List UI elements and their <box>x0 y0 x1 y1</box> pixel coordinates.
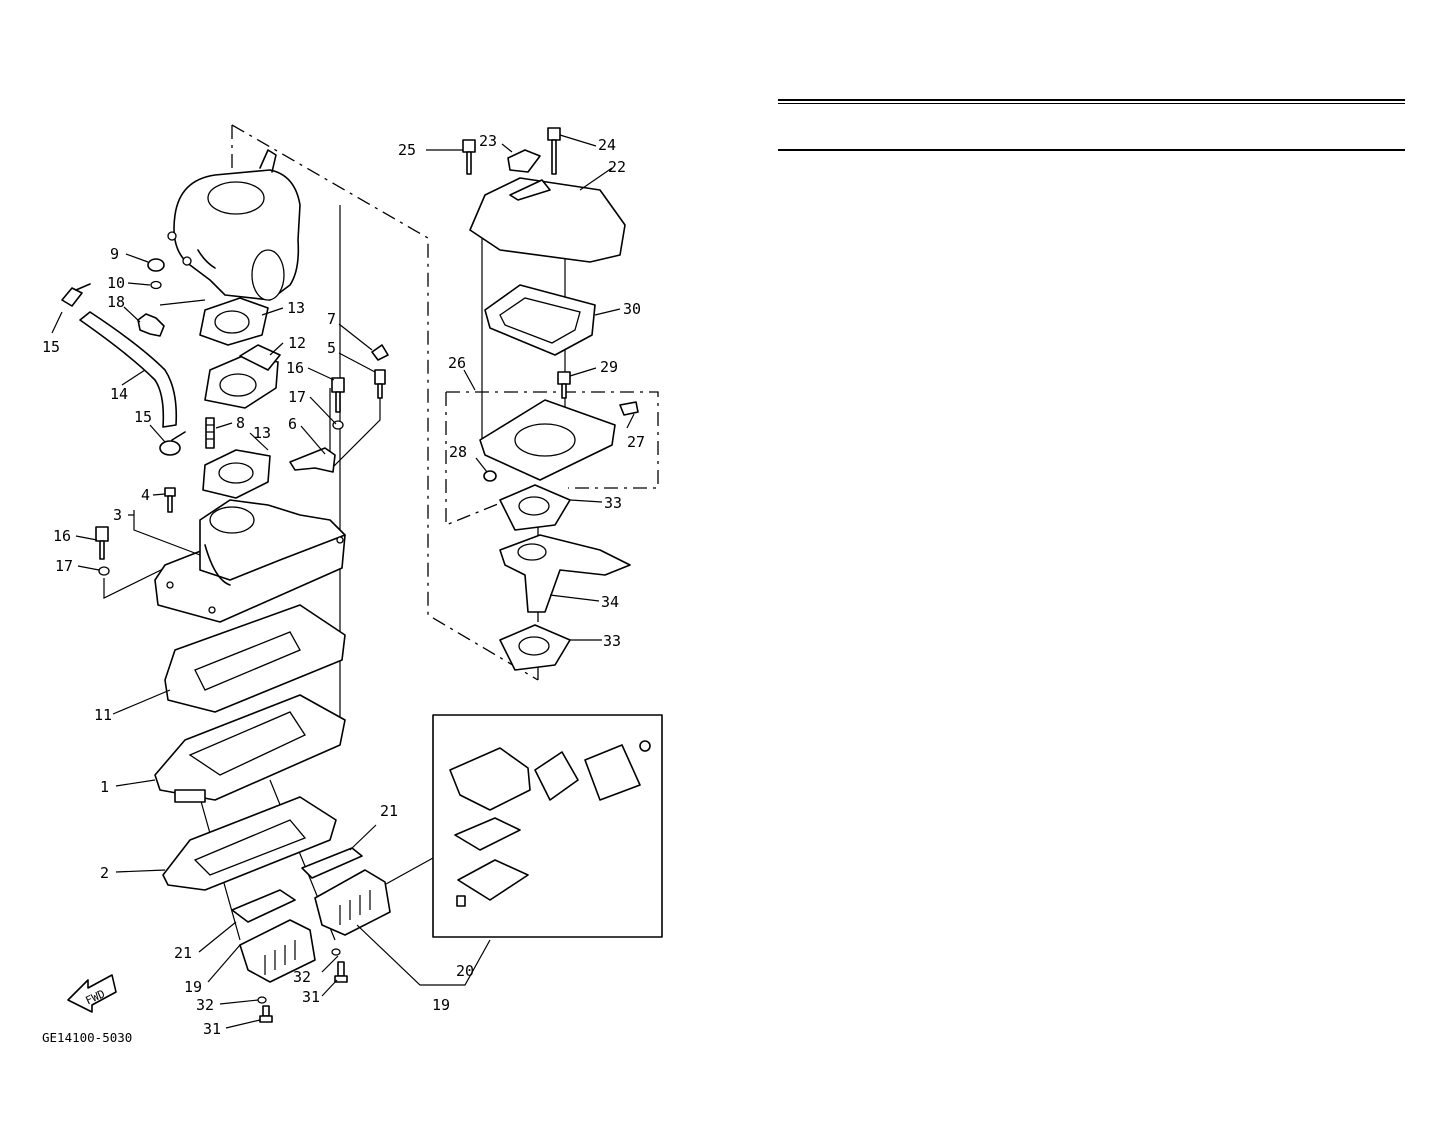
header-rule-top-2 <box>778 103 1405 104</box>
callout-31b: 31 <box>302 988 320 1006</box>
gasket-2 <box>162 796 337 891</box>
callout-7: 7 <box>327 310 336 328</box>
reed-valve-assembly-inset <box>432 714 663 938</box>
callout-13a: 13 <box>287 299 305 317</box>
gasket-11 <box>164 604 346 713</box>
callout-20: 20 <box>456 962 474 980</box>
diagram-code: GE14100-5030 <box>42 1030 132 1045</box>
callout-14: 14 <box>110 385 128 403</box>
callout-4: 4 <box>141 486 150 504</box>
callout-15b: 15 <box>134 408 152 426</box>
callout-23: 23 <box>479 132 497 150</box>
callout-34: 34 <box>601 593 619 611</box>
callout-5: 5 <box>327 339 336 357</box>
callout-32b: 32 <box>293 968 311 986</box>
callout-29: 29 <box>600 358 618 376</box>
callout-10: 10 <box>107 274 125 292</box>
callout-17b: 17 <box>55 557 73 575</box>
callout-17a: 17 <box>288 388 306 406</box>
callout-1: 1 <box>100 778 109 796</box>
callout-19a: 19 <box>184 978 202 996</box>
callout-2: 2 <box>100 864 109 882</box>
nut-washer-clamp <box>137 258 165 337</box>
callout-18: 18 <box>107 293 125 311</box>
callout-24: 24 <box>598 136 616 154</box>
callout-16b: 16 <box>53 527 71 545</box>
right-side-parts <box>462 127 639 671</box>
header-rule-top <box>778 99 1405 101</box>
callout-11: 11 <box>94 706 112 724</box>
callout-8: 8 <box>236 414 245 432</box>
callout-33a: 33 <box>604 494 622 512</box>
callout-12: 12 <box>288 334 306 352</box>
callout-27: 27 <box>627 433 645 451</box>
callout-3: 3 <box>113 506 122 524</box>
bracket-fittings <box>289 344 389 473</box>
callout-33b: 33 <box>603 632 621 650</box>
callout-16a: 16 <box>286 359 304 377</box>
leader-lines <box>51 134 635 1029</box>
callout-31a: 31 <box>203 1020 221 1038</box>
screws-washers <box>257 948 348 1023</box>
callout-21a: 21 <box>174 944 192 962</box>
stud-and-bolt <box>164 417 215 513</box>
callout-26: 26 <box>448 354 466 372</box>
callout-32a: 32 <box>196 996 214 1014</box>
callout-13b: 13 <box>253 424 271 442</box>
hose-and-clamps <box>61 283 186 456</box>
callout-21b: 21 <box>380 802 398 820</box>
callout-22: 22 <box>608 158 626 176</box>
gaskets-spacer <box>199 297 281 499</box>
reed-blocks <box>231 847 391 983</box>
callout-15a: 15 <box>42 338 60 356</box>
callout-6: 6 <box>288 415 297 433</box>
callout-28: 28 <box>449 443 467 461</box>
fwd-arrow: FWD <box>67 974 117 1013</box>
lower-bolt-washer <box>95 526 110 576</box>
intake-manifold <box>154 499 346 623</box>
callout-labels: 9 10 18 15 14 15 13 12 7 5 16 17 6 8 13 … <box>42 132 645 1038</box>
reed-valve-plate <box>154 694 346 803</box>
callout-25: 25 <box>398 141 416 159</box>
header-rule-bottom <box>778 149 1405 151</box>
callout-30: 30 <box>623 300 641 318</box>
callout-19b: 19 <box>432 996 450 1014</box>
callout-9: 9 <box>110 245 119 263</box>
cylinder-body <box>167 149 301 301</box>
